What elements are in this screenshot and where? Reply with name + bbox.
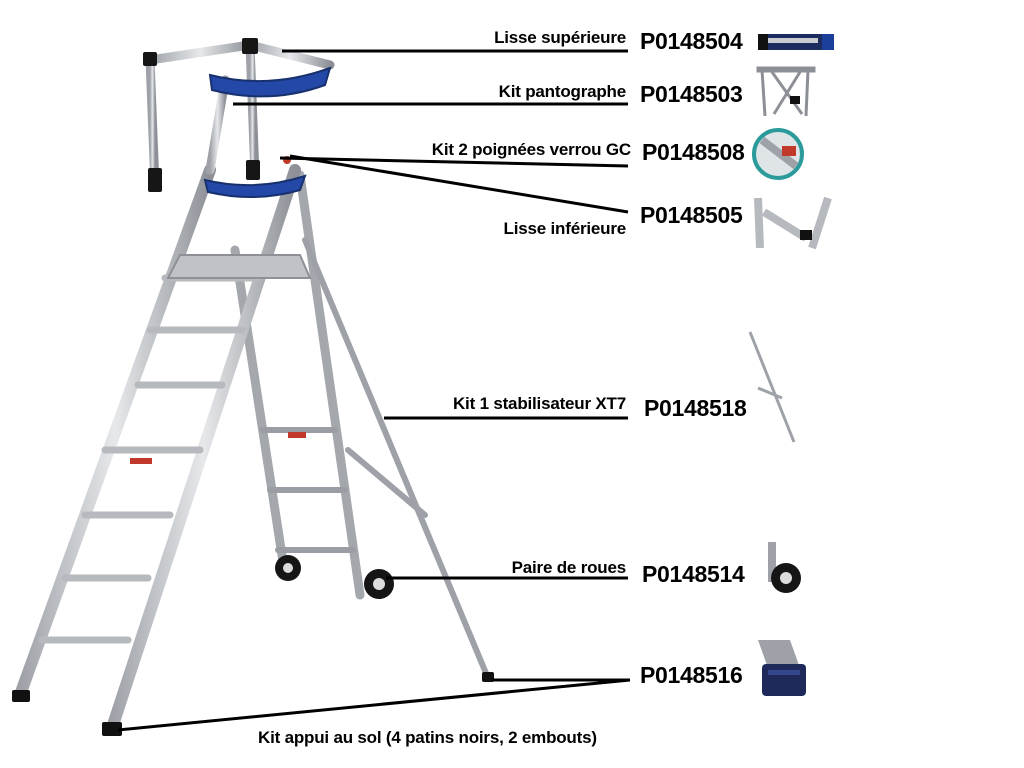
- code-lisse-superieure: P0148504: [640, 28, 743, 54]
- foot-pad-thumbnail: [758, 640, 806, 696]
- label-stabilisateur: Kit 1 stabilisateur XT7: [452, 394, 626, 413]
- leader-line-kit-poignees: [279, 156, 629, 168]
- label-appui-sol: Kit appui au sol (4 patins noirs, 2 embo…: [258, 728, 597, 747]
- code-kit-poignees: P0148508: [642, 139, 745, 165]
- stabilizer-thumbnail: [748, 331, 796, 443]
- label-lisse-inferieure: Lisse inférieure: [503, 219, 627, 238]
- ladder-feet: [12, 672, 494, 736]
- ladder-wheels: [275, 555, 394, 599]
- blue-trays: [203, 66, 332, 198]
- code-lisse-inferieure: P0148505: [640, 202, 743, 228]
- code-stabilisateur: P0148518: [644, 395, 747, 421]
- working-platform: [166, 254, 312, 279]
- rear-rungs: [259, 427, 356, 553]
- guard-rail-frame: [145, 40, 335, 190]
- code-appui-sol: P0148516: [640, 662, 743, 688]
- leader-line-appui-sol-2: [117, 678, 631, 732]
- leader-line-lisse-inferieure: [289, 154, 629, 214]
- label-kit-pantographe: Kit pantographe: [498, 82, 627, 101]
- pantograph-thumbnail: [756, 66, 816, 117]
- label-lisse-superieure: Lisse supérieure: [494, 28, 626, 47]
- guard-rail-joints: [143, 38, 260, 192]
- label-kit-poignees: Kit 2 poignées verrou GC: [431, 140, 631, 159]
- lock-handle-thumbnail: [752, 128, 804, 180]
- rear-frame: [230, 170, 365, 600]
- platform-ladder-illustration: [12, 38, 494, 736]
- bottom-rail-thumbnail: [754, 196, 832, 250]
- wheel-thumbnail: [768, 542, 801, 593]
- code-kit-pantographe: P0148503: [640, 81, 743, 107]
- code-roues: P0148514: [642, 561, 745, 587]
- stabilizer-bar: [302, 237, 491, 681]
- leader-lines: [117, 49, 631, 732]
- label-roues: Paire de roues: [511, 558, 627, 577]
- top-rail-thumbnail: [758, 34, 834, 50]
